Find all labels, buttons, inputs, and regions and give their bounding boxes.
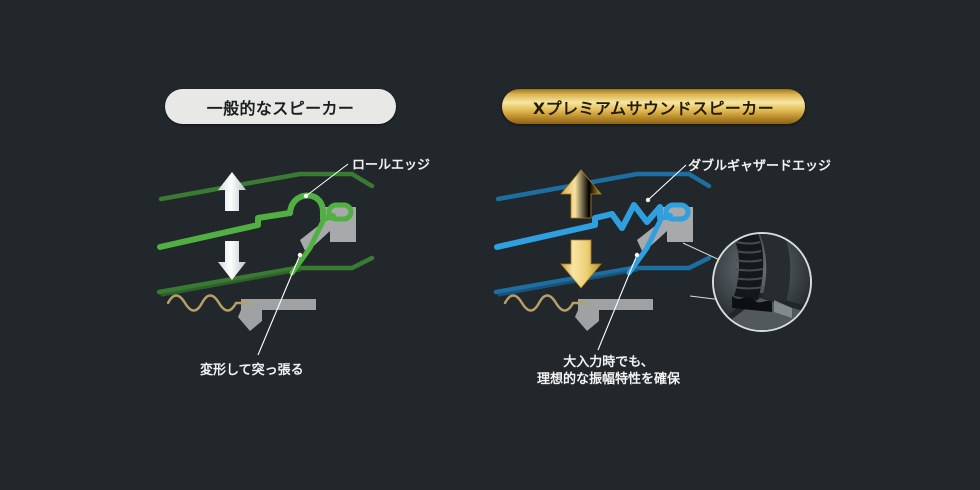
- caption-right-line1: 大入力時でも、: [563, 355, 654, 370]
- right-arrow-up: [560, 169, 602, 219]
- left-arrow-down: [218, 241, 246, 280]
- left-cone-line-upper: [158, 171, 375, 202]
- right-arrow-down: [560, 239, 602, 289]
- left-wave-line: [166, 294, 251, 312]
- right-leader-line-caption: [597, 252, 640, 351]
- annotation-roll-edge: ロールエッジ: [352, 158, 431, 173]
- left-cone-line-bottom: [160, 268, 302, 297]
- left-frame-bracket-lower: [238, 299, 316, 331]
- label-pill-premium-speaker: Xプレミアムサウンドスピーカー: [502, 89, 805, 124]
- right-diaphragm-gathered-edge: [494, 202, 691, 276]
- left-arrow-up: [218, 172, 246, 211]
- edge-closeup-photo: [712, 232, 812, 332]
- right-cone-line-upper: [495, 171, 712, 202]
- caption-right: 大入力時でも、 理想的な振幅特性を確保: [537, 354, 680, 388]
- right-leader-line-gathered-edge: [645, 164, 687, 203]
- annotation-double-gathered-edge: ダブルギャザードエッジ: [688, 159, 832, 174]
- left-leader-line-roll-edge: [303, 163, 349, 199]
- right-wave-line: [503, 294, 588, 312]
- left-leader-line-caption: [257, 252, 303, 356]
- label-pill-standard-speaker: 一般的なスピーカー: [165, 89, 396, 124]
- right-cone-line-bottom: [497, 268, 639, 297]
- caption-right-line2: 理想的な振幅特性を確保: [537, 372, 681, 387]
- right-frame-bracket-lower: [575, 299, 653, 331]
- caption-left: 変形して突っ張る: [200, 363, 304, 378]
- left-diaphragm-roll-edge: [157, 192, 354, 276]
